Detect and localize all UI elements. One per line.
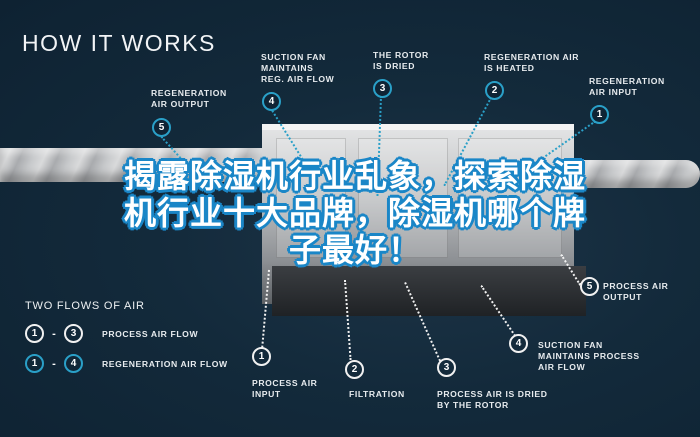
label-filtration: FILTRATION: [349, 389, 405, 399]
legend-badge-from: 1: [25, 354, 44, 373]
label-regeneration-air-input: REGENERATION AIR INPUT: [589, 76, 665, 97]
badge-reg-2: 2: [485, 81, 504, 100]
heater-panel: [458, 138, 562, 258]
legend-row-regeneration: 1 - 4 REGENERATION AIR FLOW: [25, 354, 228, 373]
desiccant-dehumidifier-unit: [262, 124, 586, 316]
machine-base: [272, 266, 586, 316]
badge-reg-1: 1: [590, 105, 609, 124]
rotor-panel: [358, 138, 448, 258]
legend-badge-to: 4: [64, 354, 83, 373]
badge-reg-3: 3: [373, 79, 392, 98]
regeneration-duct-left: [0, 148, 270, 182]
label-rotor-dried: THE ROTOR IS DRIED: [373, 50, 429, 71]
badge-proc-5: 5: [580, 277, 599, 296]
badge-reg-5: 5: [152, 118, 171, 137]
process-duct-right: [580, 160, 700, 188]
legend-dash: -: [52, 327, 56, 340]
legend-label-regeneration-air-flow: REGENERATION AIR FLOW: [102, 358, 228, 369]
legend-title: TWO FLOWS OF AIR: [25, 300, 145, 312]
legend-row-process: 1 - 3 PROCESS AIR FLOW: [25, 324, 198, 343]
label-process-air-output: PROCESS AIR OUTPUT: [603, 281, 669, 302]
label-process-air-input: PROCESS AIR INPUT: [252, 378, 318, 399]
legend-badge-from: 1: [25, 324, 44, 343]
badge-proc-1: 1: [252, 347, 271, 366]
legend-label-process-air-flow: PROCESS AIR FLOW: [102, 328, 199, 339]
badge-reg-4: 4: [262, 92, 281, 111]
headline-overlay: 揭露除湿机行业乱象，探索除湿机行业十大品牌，除湿机哪个牌子最好！: [123, 157, 586, 269]
label-regeneration-air-heated: REGENERATION AIR IS HEATED: [484, 52, 580, 73]
label-process-air-dried: PROCESS AIR IS DRIED BY THE ROTOR: [437, 389, 548, 410]
machine-panel: [276, 138, 346, 258]
label-suction-fan-reg: SUCTION FAN MAINTAINS REG. AIR FLOW: [261, 52, 335, 84]
label-regeneration-air-output: REGENERATION AIR OUTPUT: [151, 88, 227, 109]
badge-proc-2: 2: [345, 360, 364, 379]
badge-proc-4: 4: [509, 334, 528, 353]
legend-dash: -: [52, 357, 56, 370]
label-suction-fan-process: SUCTION FAN MAINTAINS PROCESS AIR FLOW: [538, 340, 640, 372]
badge-proc-3: 3: [437, 358, 456, 377]
diagram-title: HOW IT WORKS: [22, 30, 216, 56]
legend-badge-to: 3: [64, 324, 83, 343]
